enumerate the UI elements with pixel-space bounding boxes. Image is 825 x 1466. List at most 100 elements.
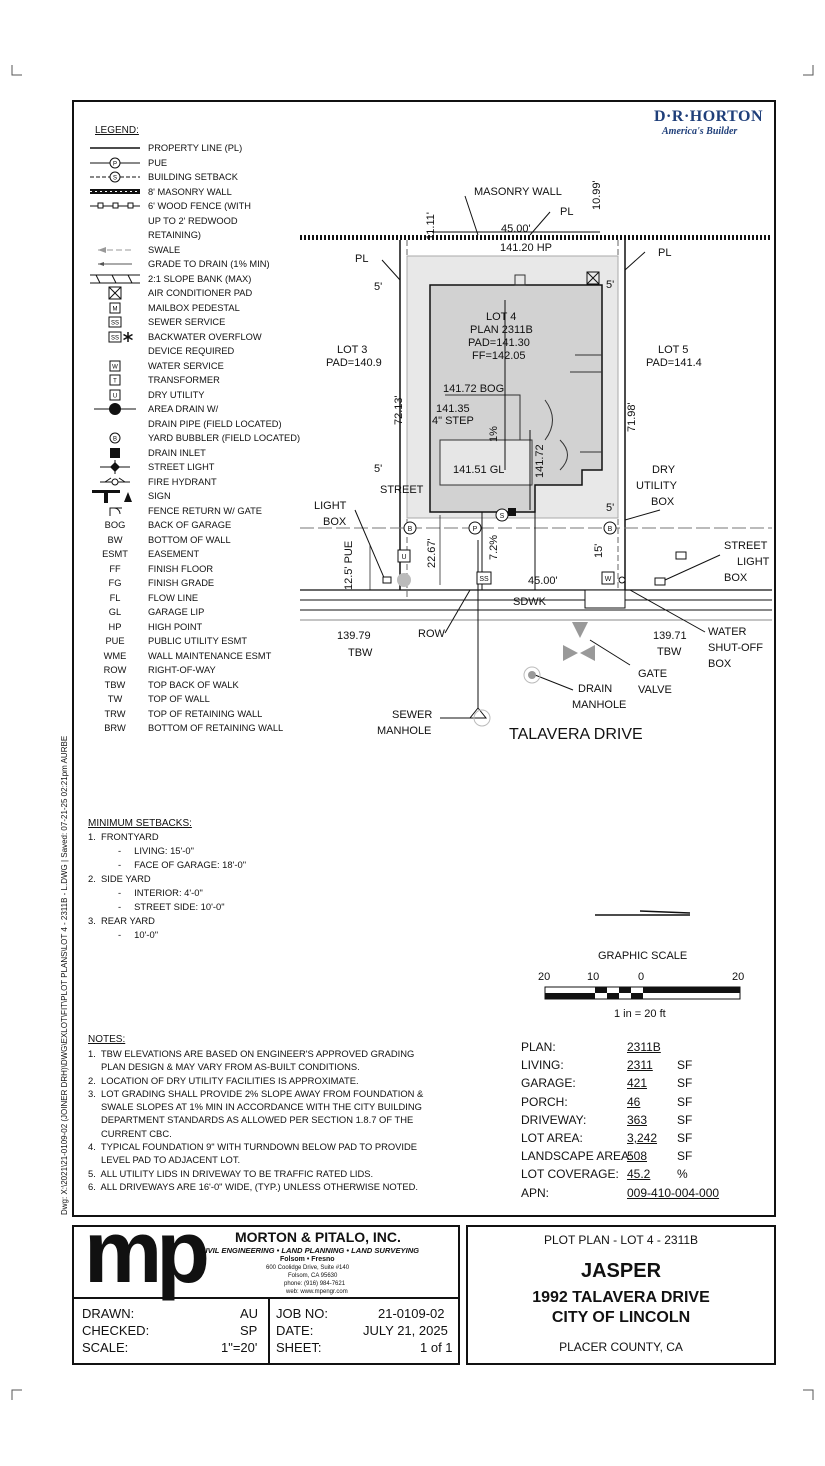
tbw-left-label: TBW: [348, 647, 373, 659]
lot5-pad: PAD=141.4: [646, 357, 702, 369]
abbreviation-meaning: BOTTOM OF WALL: [148, 534, 231, 545]
plot-plan-title: PLOT PLAN - LOT 4 - 2311B: [543, 1233, 699, 1247]
lot5-label: LOT 5: [658, 344, 688, 356]
abbreviation-code: TRW: [104, 708, 126, 719]
legend-text: 6' WOOD FENCE (WITH: [148, 201, 252, 211]
note-line: 1. TBW ELEVATIONS ARE BASED ON ENGINEER'…: [88, 1048, 415, 1059]
abbreviation-code: ESMT: [102, 549, 128, 559]
rear-width: 45.00': [501, 223, 531, 235]
abbreviation-meaning: BACK OF GARAGE: [148, 520, 232, 530]
svg-text:P: P: [113, 161, 117, 167]
stat-label: LIVING:: [521, 1058, 564, 1073]
abbreviation-code: WME: [103, 650, 127, 661]
svg-text:S: S: [113, 176, 117, 182]
setback-line: - LIVING: 15'-0": [118, 845, 194, 856]
front-width: 45.00': [528, 575, 558, 587]
abbreviation-code: TW: [107, 694, 123, 704]
sewer-manhole-2: MANHOLE: [377, 725, 431, 737]
stat-unit: SF: [677, 1131, 693, 1145]
firm-services: CIVIL ENGINEERING • LAND PLANNING • LAND…: [200, 1246, 420, 1255]
legend-symbol-icon: [94, 403, 136, 415]
legend-text: PUE: [148, 157, 168, 168]
street-name: TALAVERA DRIVE: [509, 726, 643, 743]
legend-symbol-icon: [90, 147, 140, 149]
drain-manhole-2: MANHOLE: [572, 699, 626, 711]
w-symbol: W: [605, 576, 612, 583]
legend-item: GRADE TO DRAIN (1% MIN): [88, 257, 318, 272]
legend-text: FIRE HYDRANT: [148, 476, 217, 487]
legend-text: BUILDING SETBACK: [148, 172, 238, 182]
stat-label: DRIVEWAY:: [521, 1112, 587, 1127]
legend-symbol-icon: [90, 188, 140, 194]
stat-value: 508: [627, 1149, 648, 1164]
checked-value: SP: [240, 1323, 258, 1338]
checked-label: CHECKED:: [82, 1323, 150, 1338]
project-name: JASPER: [580, 1260, 662, 1282]
setback-5-right: 5': [606, 279, 614, 291]
legend-symbol-icon: B: [109, 432, 121, 444]
drawing-sheet: [72, 100, 776, 1217]
lot3-pad: PAD=140.9: [326, 357, 382, 369]
note-line: PLAN DESIGN & MAY VARY FROM AS-BUILT CON…: [88, 1061, 360, 1073]
street-light-r-1: STREET: [724, 540, 768, 552]
b-symbol-right: B: [608, 526, 613, 533]
legend-text: BACKWATER OVERFLOW: [148, 331, 262, 342]
north-arrow: [595, 910, 691, 916]
setback-line: - 10'-0": [118, 929, 159, 940]
label-pl-top: PL: [560, 206, 573, 218]
scale-ratio: 1 in = 20 ft: [614, 1008, 666, 1020]
legend-item: 2:1 SLOPE BANK (MAX): [88, 272, 318, 287]
legend-item: AIR CONDITIONER PAD: [88, 286, 318, 301]
legend-text: STREET LIGHT: [148, 462, 215, 472]
p-symbol: P: [473, 526, 478, 533]
legend-item: S BUILDING SETBACK: [88, 170, 318, 185]
stat-unit: SF: [677, 1058, 693, 1073]
legend-text: SEWER SERVICE: [148, 317, 226, 327]
firm-address2: Folsom, CA 95630: [288, 1273, 338, 1279]
side-elev: 141.72: [534, 444, 546, 478]
dim-10-99: 10.99': [591, 180, 603, 210]
legend-symbol-icon: SS: [108, 316, 122, 328]
stat-unit: SF: [677, 1094, 693, 1109]
sidewalk-label: SDWK: [513, 596, 547, 608]
legend-text: SIGN: [148, 491, 171, 501]
tbw-right-label: TBW: [657, 646, 682, 658]
stat-value: 2311: [627, 1058, 653, 1073]
legend-symbol-icon: S: [90, 171, 140, 183]
abbreviation-code: ROW: [103, 665, 127, 675]
water-shutoff-1: WATER: [708, 626, 747, 638]
dim-11-11: 11.11': [425, 212, 437, 240]
legend-symbol-icon: [92, 490, 132, 503]
setback-line: - INTERIOR: 4'-0": [118, 887, 203, 898]
legend-symbol-icon: T: [109, 374, 121, 386]
high-point: 141.20 HP: [500, 242, 552, 254]
setback-line: 1. FRONTYARD: [88, 831, 159, 842]
setbacks-title: MINIMUM SETBACKS:: [88, 818, 192, 829]
setback-line: - FACE OF GARAGE: 18'-0": [118, 859, 247, 870]
legend-item: FIRE HYDRANT: [88, 475, 318, 490]
legend-title: LEGEND:: [95, 125, 139, 136]
scale-label: SCALE:: [82, 1340, 129, 1355]
notes-title: NOTES:: [88, 1034, 126, 1045]
legend-symbol-icon: [100, 460, 130, 474]
legend-symbol-icon: [98, 262, 132, 266]
label-pl-right: PL: [658, 247, 671, 259]
drain-manhole-1: DRAIN: [578, 683, 612, 695]
legend-text: RETAINING): [148, 230, 202, 240]
lot3-label: LOT 3: [337, 344, 367, 356]
firm-web: web: www.mpengr.com: [286, 1289, 348, 1295]
stat-unit: %: [677, 1167, 688, 1182]
legend-symbol-icon: [110, 447, 120, 458]
setback-5-front-left: 5': [374, 463, 382, 475]
legend-symbol-icon: [90, 274, 140, 283]
brand-name: D·R·HORTON: [654, 108, 764, 125]
